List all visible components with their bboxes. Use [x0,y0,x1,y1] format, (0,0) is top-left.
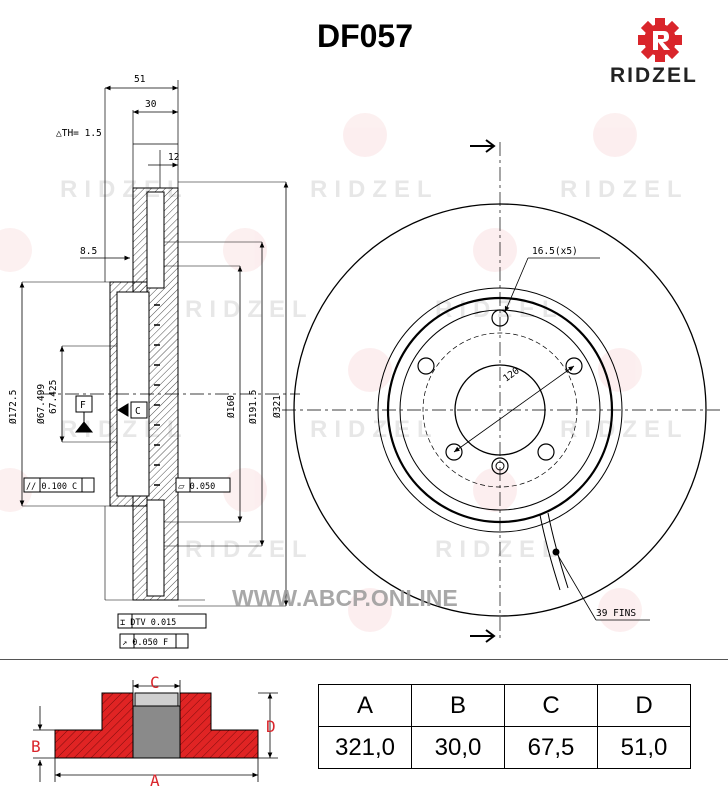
legend-label-a: A [150,771,160,790]
holes-label: 16.5(x5) [532,246,578,257]
dim-dia-1725: Ø172.5 [8,390,19,424]
watermark-text: RIDZEL [185,296,314,323]
dim-hat-offset: 8.5 [80,246,97,257]
dim-delta-th: △TH= 1.5 [56,128,102,139]
pcd-label: 120 [501,365,522,384]
watermark-text: RIDZEL [435,536,564,563]
table-header-cell: D [597,684,691,727]
watermark-text: RIDZEL [560,416,689,443]
part-number: DF057 [316,18,414,54]
watermark-text: RIDZEL [60,416,189,443]
legend-label-b: B [31,737,41,756]
watermark-url: WWW.ABCP.ONLINE [232,585,458,611]
tol-flat: ⏥ 0.050 [178,482,215,492]
watermark-text: RIDZEL [185,536,314,563]
table-row: 321,0 30,0 67,5 51,0 [318,726,691,769]
table-cell: 51,0 [597,726,691,769]
tol-parallel: // 0.100 C [26,482,77,492]
dim-dia-center-min: 67.425 [48,380,59,414]
watermark-text: RIDZEL [310,176,439,203]
table-cell: 67,5 [504,726,598,769]
dim-dia-1915: Ø191.5 [248,390,259,424]
tol-runout: ↗ 0.050 F [122,638,168,648]
front-view [282,139,720,643]
section-view [19,80,300,649]
dim-width-total: 51 [134,74,146,85]
fins-label: 39 FINS [596,608,636,619]
tol-dtv: ⌶ DTV 0.015 [120,618,176,628]
table-header-cell: C [504,684,598,727]
dimension-table: A B C D 321,0 30,0 67,5 51,0 [318,684,691,769]
legend-label-d: D [266,717,276,736]
dim-dia-321: Ø321 [272,395,283,418]
table-header-row: A B C D [318,684,691,727]
ridzel-logo-icon [638,18,682,62]
table-header-cell: B [411,684,505,727]
dim-braking-band: 12 [168,152,179,163]
dim-width-disc: 30 [145,99,157,110]
table-header-cell: A [318,684,412,727]
brand-name: RIDZEL [610,64,698,87]
datum-f: F [80,400,86,411]
watermark-text: RIDZEL [60,176,189,203]
table-cell: 30,0 [411,726,505,769]
dim-dia-160: Ø160 [226,395,237,418]
legend-section-drawing: C D B A [31,673,278,790]
dim-dia-center: Ø67.499 [36,384,47,424]
watermark-text: RIDZEL [560,176,689,203]
legend-label-c: C [150,673,160,692]
divider [0,659,728,660]
datum-c: C [135,406,141,417]
watermark-text: RIDZEL [435,296,564,323]
table-cell: 321,0 [318,726,412,769]
watermark-text: RIDZEL [310,416,439,443]
